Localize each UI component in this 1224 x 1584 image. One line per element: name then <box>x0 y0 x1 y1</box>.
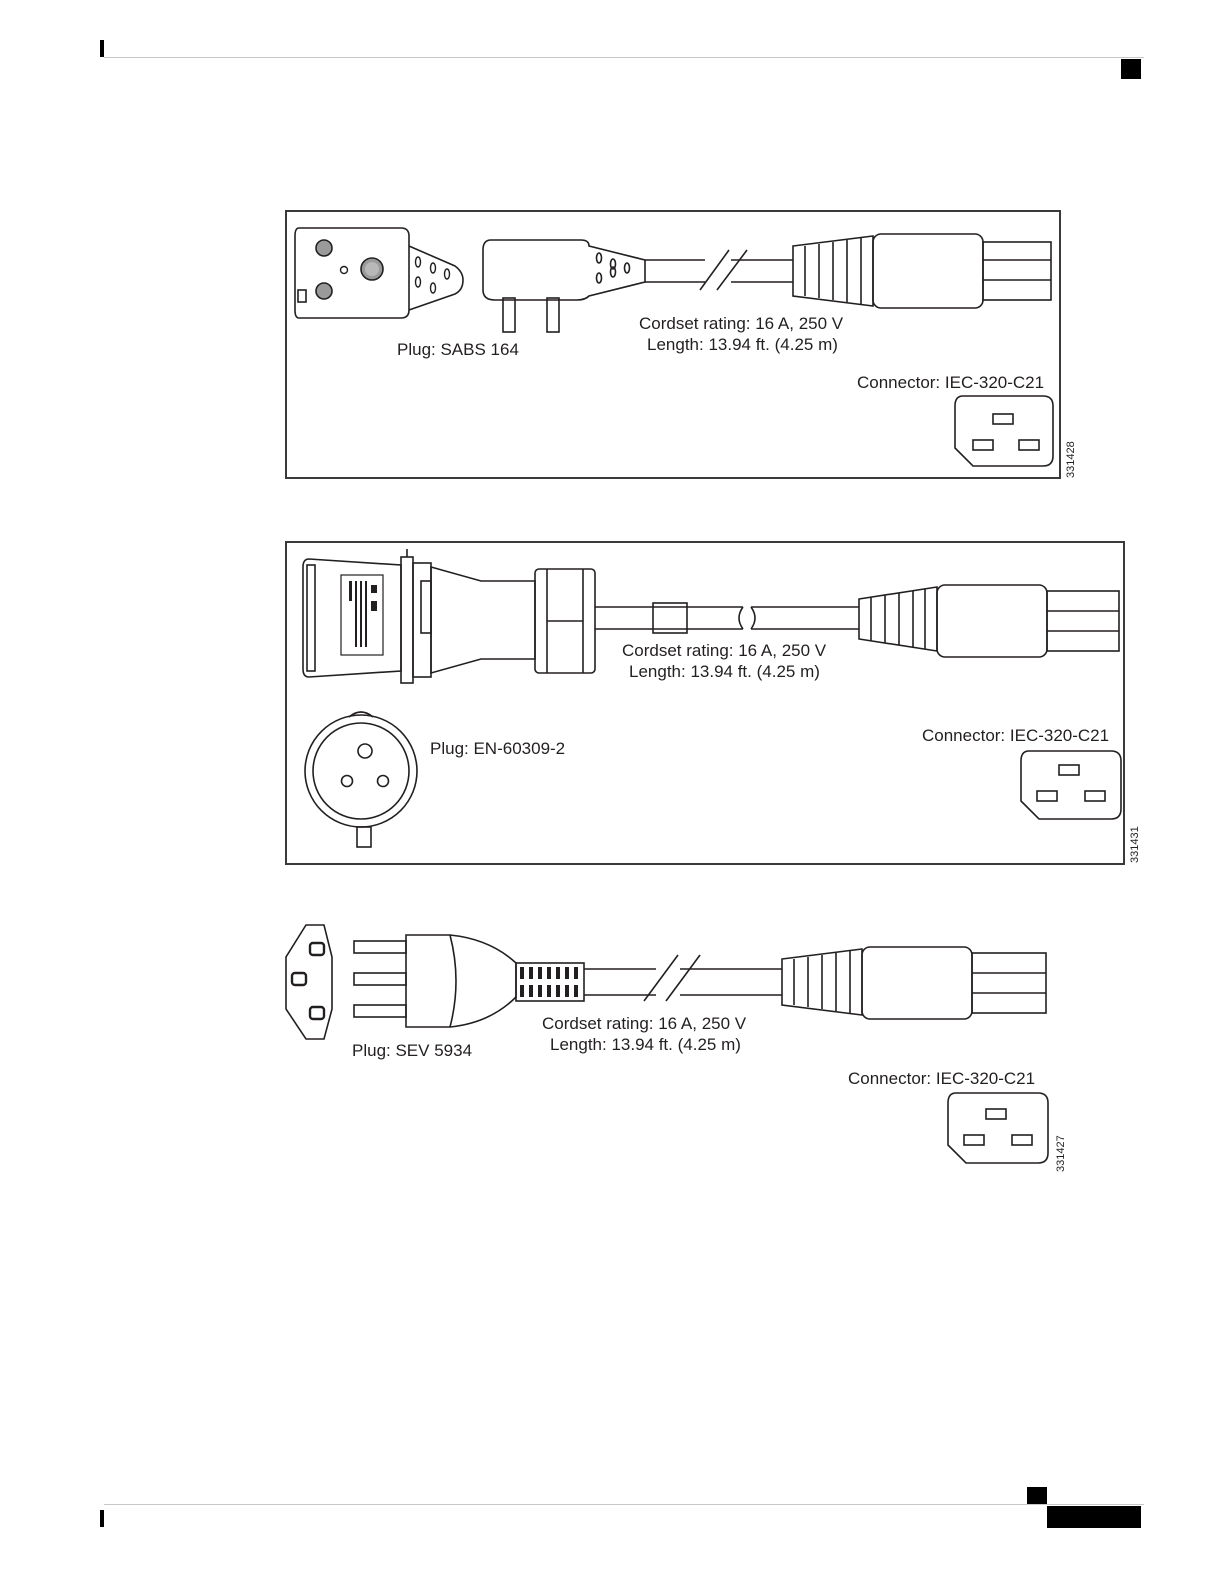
figure-3-connector-label: Connector: IEC-320-C21 <box>848 1069 1035 1088</box>
c21-connector-face-2 <box>1020 750 1122 820</box>
sabs-prong-left <box>502 297 516 333</box>
sev-plug-face <box>285 924 333 1040</box>
c21-connector-body-3 <box>861 946 973 1020</box>
figure-2-frame <box>285 541 1125 865</box>
figure-1-rating: Cordset rating: 16 A, 250 V <box>639 314 844 333</box>
footer-page-tab <box>1047 1506 1141 1528</box>
footer-small-block <box>1027 1487 1047 1504</box>
header-left-tick <box>100 40 104 57</box>
en-plug-nut <box>534 568 596 674</box>
figure-2-length: Length: 13.94 ft. (4.25 m) <box>629 662 820 681</box>
footer-left-tick <box>100 1510 104 1527</box>
c21-connector-face <box>954 395 1054 467</box>
figure-3-diagram: Plug: SEV 5934 Cordset rating: 16 A, 250… <box>285 924 1067 1172</box>
en-plug-face <box>304 714 418 828</box>
figure-3-length: Length: 13.94 ft. (4.25 m) <box>550 1035 741 1054</box>
figure-3-plug-label: Plug: SEV 5934 <box>352 1041 472 1060</box>
c21-connector-body-2 <box>936 584 1048 658</box>
figure-3-id: 331427 <box>1055 1135 1067 1172</box>
header-right-block <box>1121 59 1141 79</box>
sabs-plug-face <box>294 227 410 319</box>
figure-2-connector-label: Connector: IEC-320-C21 <box>922 726 1109 745</box>
c21-connector-body <box>872 233 984 309</box>
en-plug-collar <box>430 565 536 675</box>
figure-2-plug-label: Plug: EN-60309-2 <box>430 739 565 758</box>
figure-1-diagram: Plug: SABS 164 Cordset rating: 16 A, 250… <box>294 227 1077 478</box>
header-rule <box>104 57 1144 58</box>
sev-plug-body <box>405 934 517 1028</box>
sabs-plug-grip <box>408 245 464 311</box>
c21-connector-face-3 <box>947 1092 1049 1164</box>
figure-2-rating: Cordset rating: 16 A, 250 V <box>622 641 827 660</box>
c21-strain-relief <box>792 235 874 307</box>
sev-strain-relief <box>515 962 585 1002</box>
en-plug-housing <box>302 558 402 678</box>
figure-1-id: 331428 <box>1065 441 1077 478</box>
figure-3-rating: Cordset rating: 16 A, 250 V <box>542 1014 747 1033</box>
sabs-prong-right <box>546 297 560 333</box>
sabs-plug-body <box>482 239 646 301</box>
figure-1-connector-label: Connector: IEC-320-C21 <box>857 373 1044 392</box>
figure-2-diagram: Plug: EN-60309-2 Cordset rating: 16 A, 2… <box>302 549 1141 863</box>
figure-2-id: 331431 <box>1129 826 1141 863</box>
figure-1-length: Length: 13.94 ft. (4.25 m) <box>647 335 838 354</box>
sabs-pin-bottom <box>315 282 333 300</box>
figure-1-frame <box>285 210 1061 479</box>
sabs-pin-top <box>315 239 333 257</box>
footer-rule <box>104 1504 1144 1505</box>
figure-1-plug-label: Plug: SABS 164 <box>397 340 519 359</box>
